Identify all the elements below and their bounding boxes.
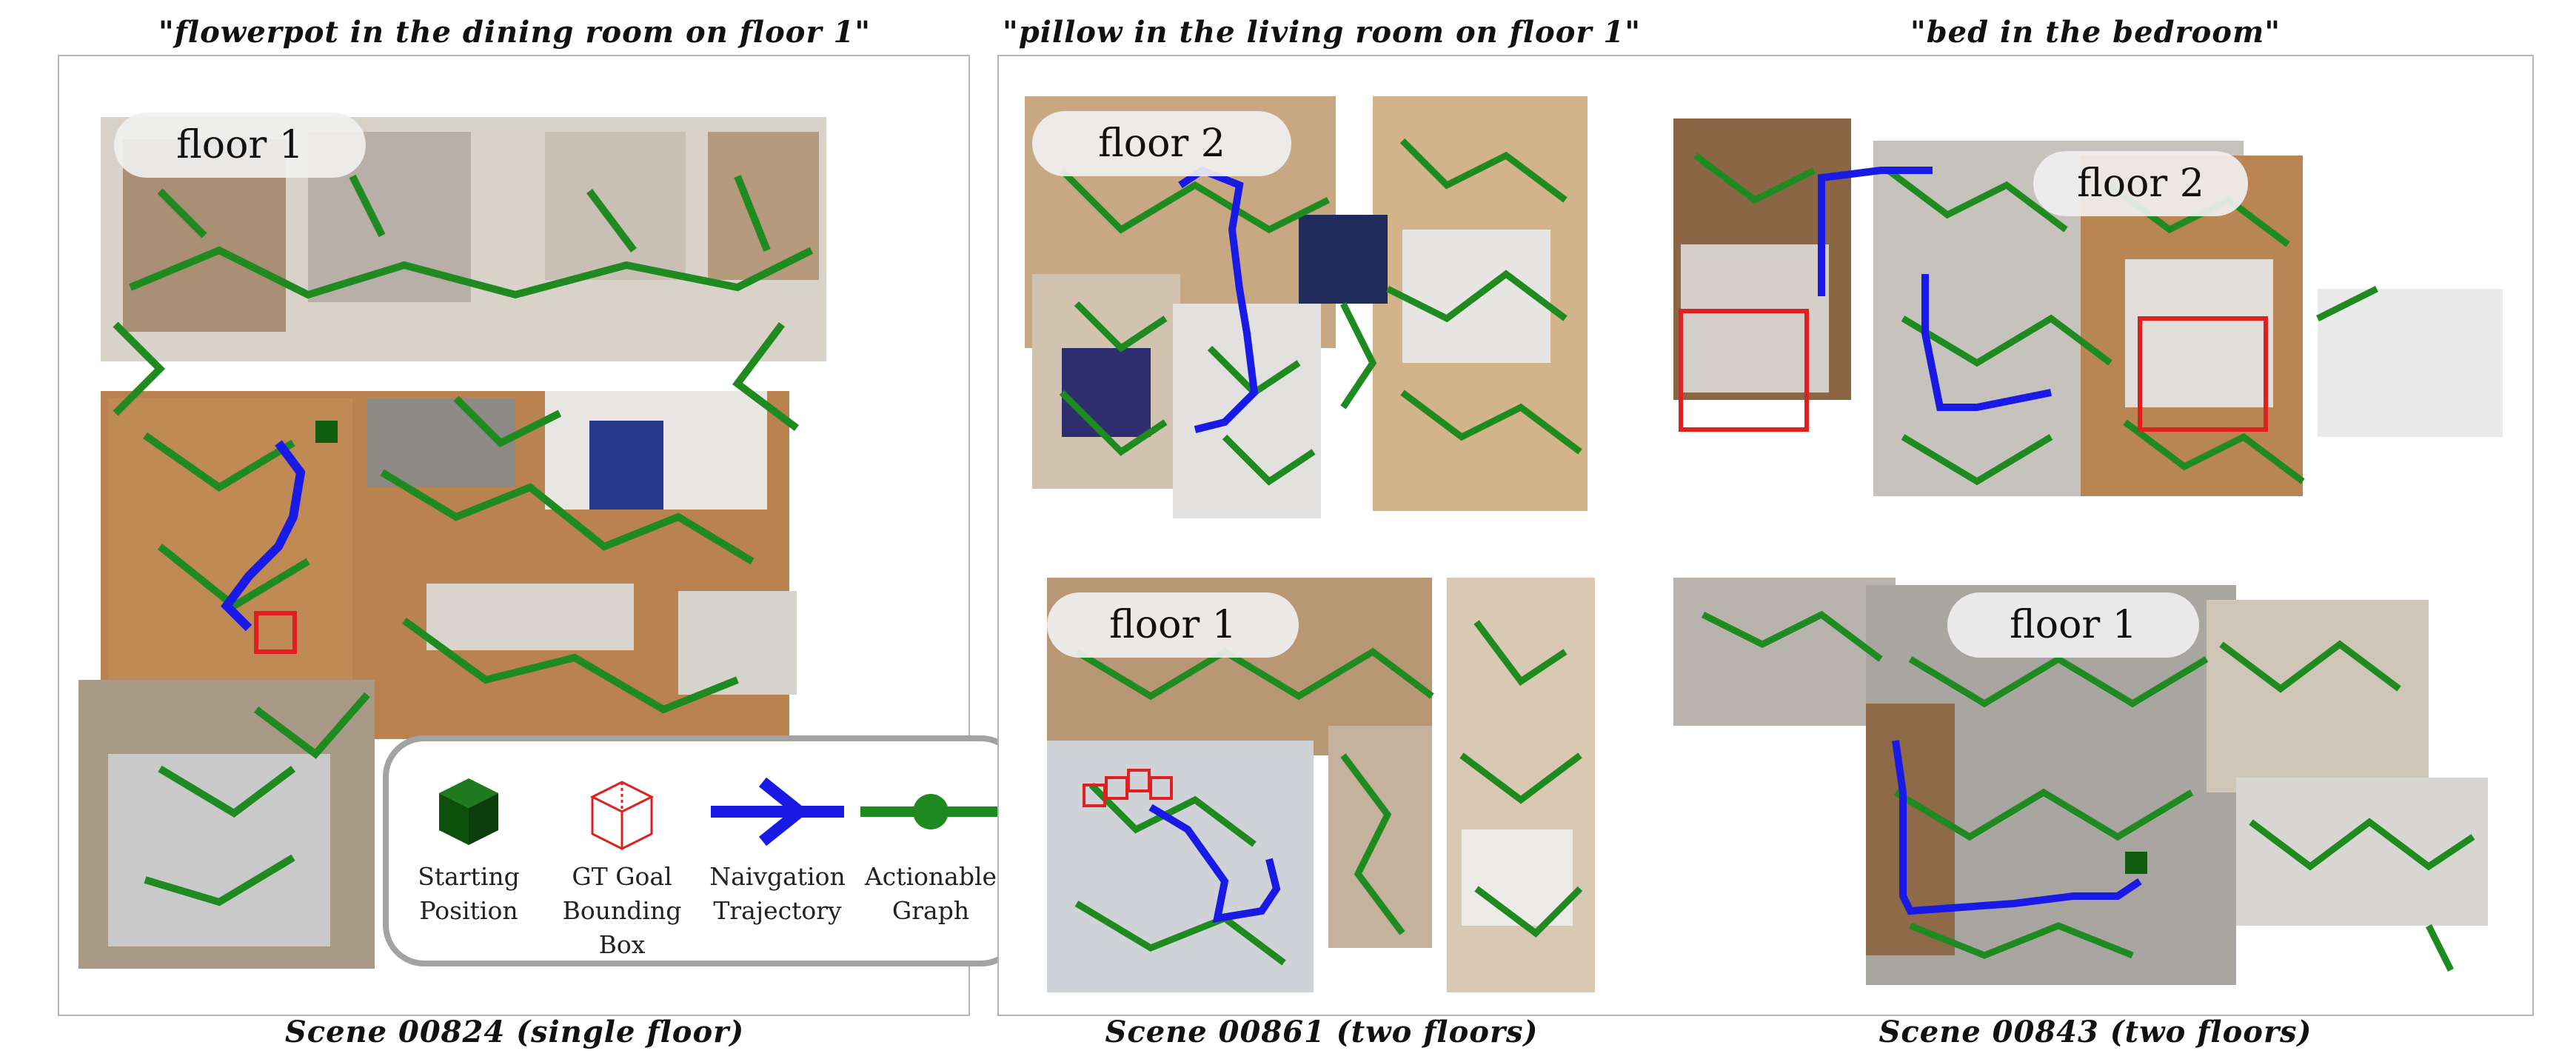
legend: Starting Position GT Goal Bounding Box N… [383, 735, 1023, 966]
scene-00824-panel: floor 1 [58, 55, 970, 1016]
legend-gt-goal-label: GT Goal Bounding Box [562, 862, 682, 959]
scene-00843-floor1-plan [1659, 555, 2510, 1000]
query-caption-scene-00824: "flowerpot in the dining room on floor 1… [158, 15, 872, 50]
query-caption-scene-00843: "bed in the bedroom" [1910, 15, 2281, 50]
scene-00843-floor1-map [1659, 555, 2510, 1000]
floor-label-scene-00824: floor 1 [114, 113, 366, 178]
graph-node-icon [857, 764, 1005, 860]
goal-box-icon [548, 764, 696, 860]
legend-trajectory-label: Naivgation Trajectory [709, 862, 846, 925]
scene-caption-00861: Scene 00861 (two floors) [1105, 1015, 1539, 1049]
scene-caption-00843: Scene 00843 (two floors) [1879, 1015, 2312, 1049]
floor-label-scene-00861-top: floor 2 [1032, 111, 1291, 176]
start-cube-icon [395, 764, 543, 860]
legend-trajectory: Naivgation Trajectory [703, 764, 852, 928]
legend-graph: Actionable Graph [857, 764, 1005, 928]
legend-gt-goal: GT Goal Bounding Box [548, 764, 696, 962]
floor-label-scene-00861-bottom: floor 1 [1047, 592, 1299, 658]
floor-label-scene-00843-top: floor 2 [2033, 151, 2248, 216]
trajectory-arrow-icon [703, 764, 852, 860]
legend-graph-label: Actionable Graph [864, 862, 997, 925]
legend-starting-position-label: Starting Position [418, 862, 520, 925]
legend-starting-position: Starting Position [395, 764, 543, 928]
floor-label-scene-00843-bottom: floor 1 [1947, 592, 2199, 658]
scene-caption-00824: Scene 00824 (single floor) [284, 1015, 745, 1049]
query-caption-scene-00861: "pillow in the living room on floor 1" [1002, 15, 1642, 50]
